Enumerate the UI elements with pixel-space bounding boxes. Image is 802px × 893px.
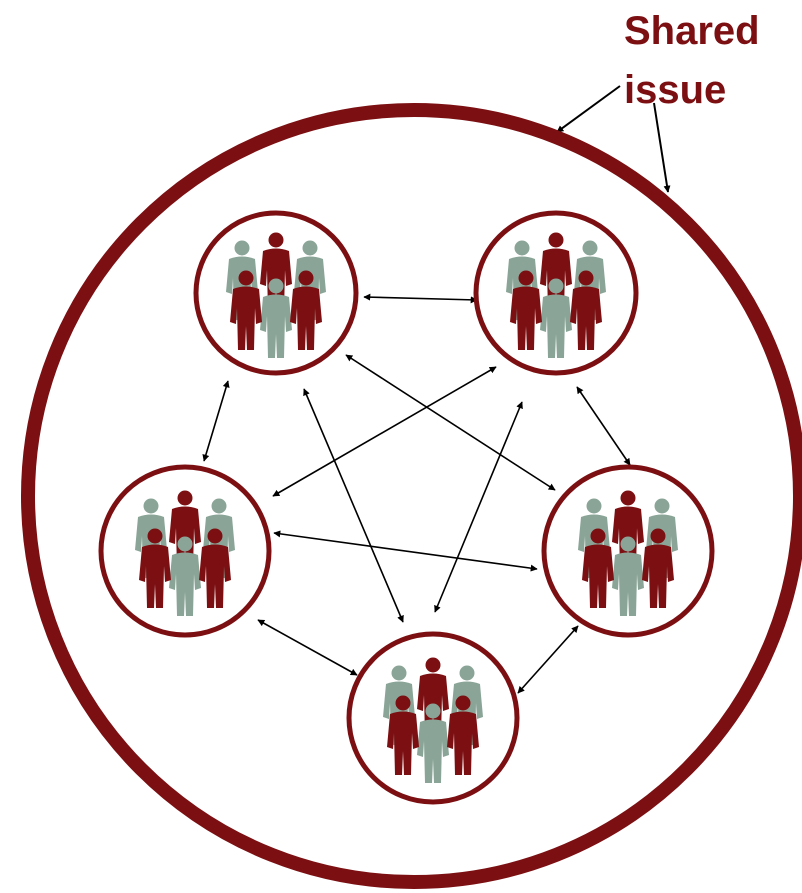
group-bottom bbox=[346, 631, 520, 805]
arrow-left-right bbox=[273, 530, 538, 572]
arrow-topright-left bbox=[272, 366, 497, 497]
group-left bbox=[98, 464, 272, 638]
arrow-right-bottom bbox=[517, 625, 579, 694]
label-line-2: issue bbox=[624, 68, 726, 112]
arrow-topleft-right bbox=[345, 354, 556, 491]
pointer-arrow-right bbox=[653, 102, 671, 193]
pointer-arrow-left bbox=[556, 85, 621, 133]
label-pointer-arrows bbox=[556, 85, 671, 193]
shared-issue-label: Shared issue bbox=[624, 9, 760, 112]
group-top-right bbox=[473, 210, 639, 376]
group-top-left bbox=[193, 210, 359, 376]
connection-arrows bbox=[202, 293, 631, 694]
arrow-topleft-left bbox=[202, 380, 230, 462]
shared-issue-outer-circle bbox=[21, 103, 802, 889]
arrow-left-bottom bbox=[257, 619, 358, 676]
group-right bbox=[541, 464, 715, 638]
arrow-topright-right bbox=[576, 386, 631, 466]
arrow-topleft-bottom bbox=[303, 388, 404, 623]
arrow-topleft-topright bbox=[363, 293, 478, 304]
label-line-1: Shared bbox=[624, 9, 760, 53]
arrow-topright-bottom bbox=[434, 401, 523, 613]
